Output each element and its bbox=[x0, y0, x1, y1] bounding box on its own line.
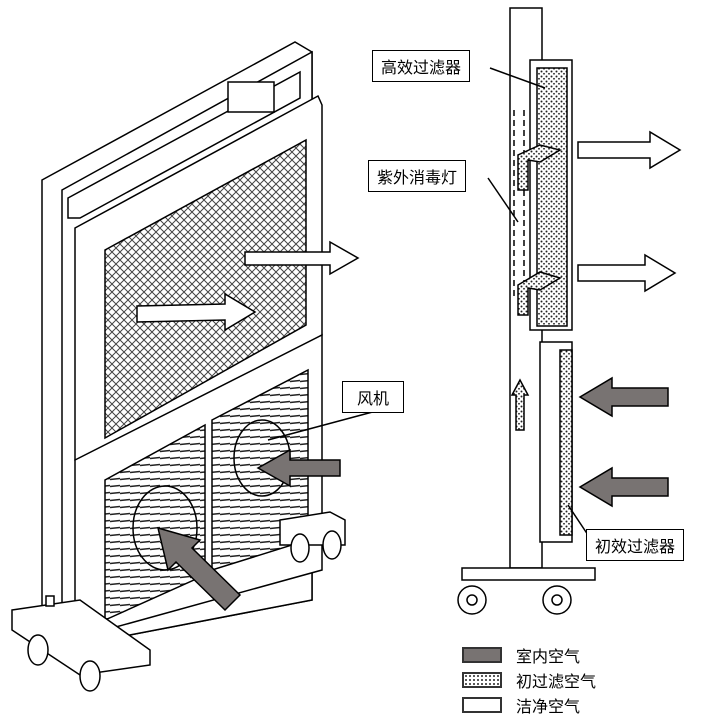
base bbox=[11, 599, 151, 676]
legend-item: 初过滤空气 bbox=[462, 668, 596, 692]
wheel bbox=[322, 530, 342, 560]
indoor-air-in-arrow bbox=[156, 526, 242, 612]
legend-label: 洁净空气 bbox=[516, 697, 581, 716]
prefiltered-air-arrow bbox=[136, 292, 257, 332]
indoor-air-in-arrow bbox=[578, 466, 669, 508]
legend-item: 洁净空气 bbox=[462, 693, 580, 717]
prefiltered-air-arrow bbox=[517, 271, 562, 316]
legend-item: 室内空气 bbox=[462, 643, 580, 667]
clean-air-out-arrow bbox=[577, 130, 682, 170]
wheel bbox=[79, 660, 101, 692]
wheel bbox=[290, 533, 310, 563]
control-display bbox=[227, 81, 275, 113]
wheel bbox=[27, 634, 49, 666]
purifier-perspective-view bbox=[11, 41, 360, 692]
leader-line bbox=[489, 67, 546, 89]
leader-line bbox=[487, 177, 519, 223]
purifier-side-view bbox=[267, 7, 682, 615]
label-primary-filter: 初效过滤器 bbox=[586, 529, 685, 561]
leader-line bbox=[267, 409, 381, 441]
label-fan: 风机 bbox=[342, 381, 405, 413]
indoor-air-in-arrow bbox=[256, 448, 341, 488]
fan-left bbox=[132, 485, 198, 571]
clean-air-out-arrow bbox=[577, 253, 677, 293]
clean-air-out-arrow bbox=[244, 240, 360, 276]
leader-line bbox=[567, 504, 589, 536]
label-uv-lamp: 紫外消毒灯 bbox=[368, 160, 467, 192]
label-hepa-filter: 高效过滤器 bbox=[372, 50, 471, 82]
hepa-mesh bbox=[104, 138, 307, 440]
primary-filter bbox=[559, 349, 573, 536]
legend-swatch-clean bbox=[462, 697, 502, 713]
legend-label: 初过滤空气 bbox=[516, 672, 597, 691]
prefiltered-air-arrow bbox=[517, 144, 562, 191]
legend-swatch-indoor bbox=[462, 647, 502, 663]
base bbox=[461, 567, 596, 581]
legend-swatch-prefiltered bbox=[462, 672, 502, 688]
legend-label: 室内空气 bbox=[516, 647, 581, 666]
indoor-air-in-arrow bbox=[578, 376, 669, 418]
prefiltered-air-arrow bbox=[510, 378, 530, 431]
power-switch bbox=[45, 595, 55, 607]
